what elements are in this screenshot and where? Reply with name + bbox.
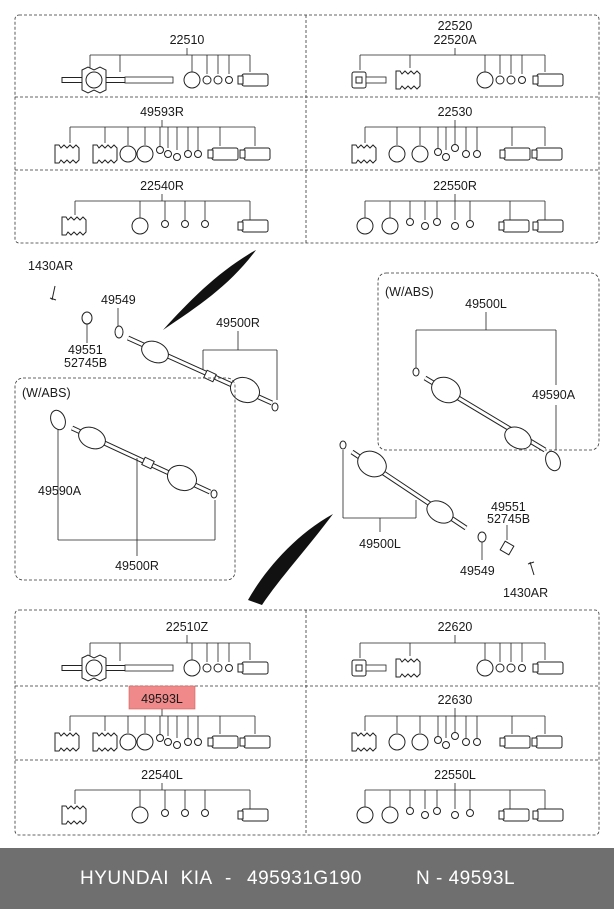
panel-22510: 22510 xyxy=(61,33,269,94)
reference-number: N - 49593L xyxy=(416,868,516,889)
callout-label: 49500R xyxy=(216,316,260,330)
boot-icon xyxy=(92,144,118,164)
panel-22550L: 22550L xyxy=(356,768,564,824)
part-number: 495931G190 xyxy=(247,868,362,889)
panel-22630: 22630 xyxy=(351,693,563,752)
bottom-parts-grid xyxy=(14,609,600,836)
boot-icon xyxy=(54,144,80,164)
grease-icon xyxy=(498,808,530,822)
callout-label: (W/ABS) xyxy=(385,285,434,299)
boot-icon xyxy=(54,732,80,752)
panel-22510Z: 22510Z xyxy=(61,620,269,682)
top-parts-grid xyxy=(14,14,600,244)
grease-icon xyxy=(499,735,531,749)
part-label-highlighted: 49593L xyxy=(141,692,183,706)
grease-icon xyxy=(498,219,530,233)
part-label: 22630 xyxy=(438,693,473,707)
panel-22550R: 22550R xyxy=(356,179,564,235)
callout-label: 49500L xyxy=(465,297,507,311)
part-label: 22520A xyxy=(433,33,477,47)
grease-icon xyxy=(237,661,269,675)
boot-icon xyxy=(61,216,87,236)
callout-label: 49549 xyxy=(101,293,136,307)
callout-label: 49551 xyxy=(491,500,526,514)
part-label: 22510Z xyxy=(166,620,209,634)
boot-icon xyxy=(92,732,118,752)
grease-icon xyxy=(499,147,531,161)
part-label: 22550R xyxy=(433,179,477,193)
callout-label: 49551 xyxy=(68,343,103,357)
callout-label: 49500L xyxy=(359,537,401,551)
boot-icon xyxy=(61,805,87,825)
wabs-box-left xyxy=(14,377,236,581)
part-label: 22540R xyxy=(140,179,184,193)
callout-label: 52745B xyxy=(64,356,107,370)
grease-icon xyxy=(532,219,564,233)
separator: - xyxy=(225,868,232,889)
part-label: 22510 xyxy=(170,33,205,47)
panel-22540R: 22540R xyxy=(61,179,269,236)
panel-22620: 22620 xyxy=(351,620,564,678)
callout-label: 49549 xyxy=(460,564,495,578)
drive-shaft-left-icon xyxy=(339,440,515,556)
panel-49593L: 49593L xyxy=(54,685,271,752)
grease-icon xyxy=(531,147,563,161)
panel-49593R: 49593R xyxy=(54,105,271,164)
grease-icon xyxy=(239,735,271,749)
ring-icon xyxy=(183,71,201,89)
callout-label: 52745B xyxy=(487,512,530,526)
grease-icon xyxy=(531,735,563,749)
grease-icon xyxy=(237,219,269,233)
part-label: 22620 xyxy=(438,620,473,634)
part-label: 22550L xyxy=(434,768,476,782)
swoosh-arrow-icon xyxy=(163,250,256,330)
wabs-box-right xyxy=(377,272,600,451)
footer-bar: HYUNDAI KIA - 495931G190 N - 49593L xyxy=(0,848,614,909)
grease-icon xyxy=(532,808,564,822)
parts-diagram: 22510 22520 22520A xyxy=(14,14,600,836)
part-label: 49593R xyxy=(140,105,184,119)
cv-joint-icon xyxy=(351,659,367,677)
callout-label: 1430AR xyxy=(28,259,73,273)
grease-icon xyxy=(237,808,269,822)
grease-icon xyxy=(207,735,239,749)
callout-label: 49590A xyxy=(532,388,576,402)
grease-icon xyxy=(237,73,269,87)
panel-22540L: 22540L xyxy=(61,768,269,825)
boot-icon xyxy=(351,732,377,752)
drive-shaft-left-abs-icon xyxy=(50,409,218,499)
drive-shaft-right-icon xyxy=(126,335,279,412)
grease-icon xyxy=(207,147,239,161)
grease-icon xyxy=(239,147,271,161)
part-label: 22520 xyxy=(438,19,473,33)
part-label: 22530 xyxy=(438,105,473,119)
swoosh-arrow-icon xyxy=(248,514,333,605)
callout-label: (W/ABS) xyxy=(22,386,71,400)
grease-icon xyxy=(532,73,564,87)
callout-label: 49500R xyxy=(115,559,159,573)
brand-text: HYUNDAI KIA xyxy=(80,868,213,889)
boot-icon xyxy=(351,144,377,164)
panel-22520: 22520 22520A xyxy=(351,19,564,90)
panel-22530: 22530 xyxy=(351,105,563,164)
callout-label: 1430AR xyxy=(503,586,548,600)
grease-icon xyxy=(532,661,564,675)
boot-icon xyxy=(395,658,421,678)
boot-icon xyxy=(395,70,421,90)
drive-shaft-right-abs-icon xyxy=(412,367,561,472)
callout-label: 49590A xyxy=(38,484,82,498)
cv-joint-icon xyxy=(351,71,367,89)
part-label: 22540L xyxy=(141,768,183,782)
